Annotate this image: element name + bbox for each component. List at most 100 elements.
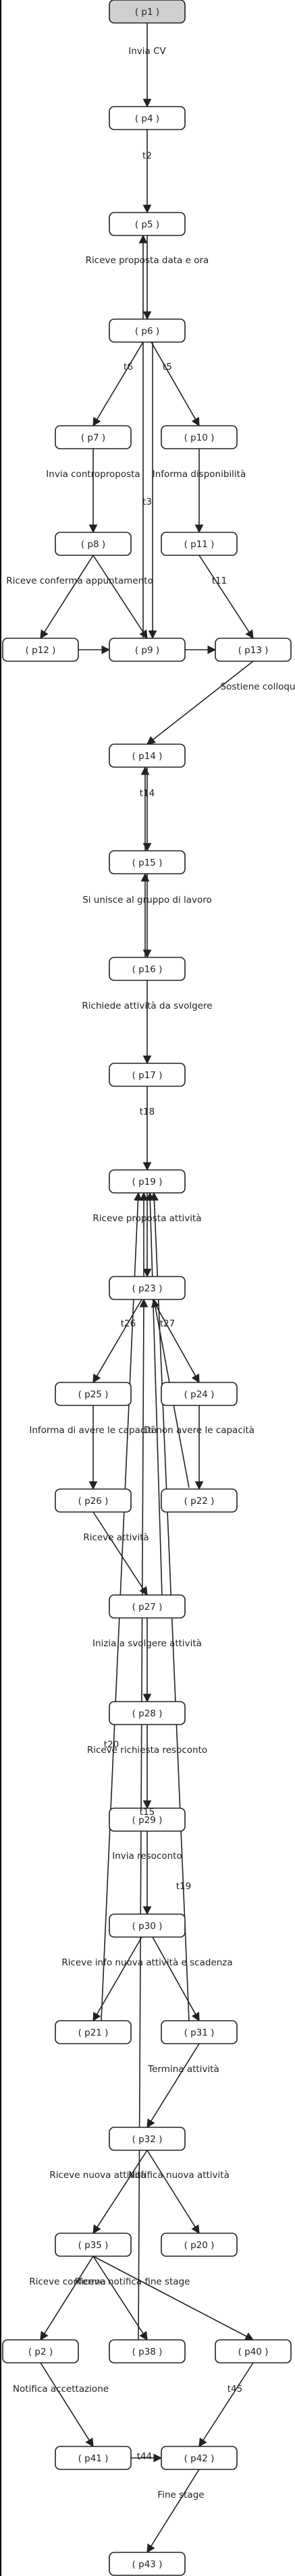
place-box [109,212,186,236]
transition-label: t3 [142,497,152,507]
place-p32: ( p32 ) [109,2127,186,2151]
place-box [109,1701,186,1725]
place-label: ( p19 ) [132,1177,163,1187]
transition-label: Notifica nuova attività [128,2170,230,2181]
transition-label: t19 [176,1881,191,1892]
transition-label: t18 [140,1107,155,1117]
transition-label: Termina attività [147,2064,219,2075]
place-label: ( p32 ) [132,2134,163,2145]
transition-label: t45 [227,2384,242,2395]
arc-p32-p35 [92,2150,148,2235]
place-p16: ( p16 ) [109,957,186,981]
place-label: ( p43 ) [132,2559,163,2570]
place-p14: ( p14 ) [109,744,186,768]
place-label: ( p12 ) [26,645,56,656]
arc-p31-p32 [146,2043,200,2129]
transition-label: Informa di avere le capacità [29,1425,157,1436]
place-p25: ( p25 ) [55,1382,132,1406]
place-label: ( p1 ) [135,7,159,18]
place-box [215,2339,292,2363]
place-box [55,2233,132,2257]
place-p15: ( p15 ) [109,850,186,874]
place-p11: ( p11 ) [161,532,238,556]
place-label: ( p14 ) [132,751,163,762]
place-p6: ( p6 ) [109,318,186,343]
place-label: ( p23 ) [132,1283,163,1294]
transition-label: Riceve conferma [29,2276,105,2287]
arc-p42-p43 [146,2469,200,2554]
place-box [161,2233,238,2257]
place-p1: ( p1 ) [109,0,186,24]
place-box [161,425,238,449]
transition-label: Inizia a svolgere attività [92,1638,202,1649]
place-p7: ( p7 ) [55,425,132,449]
place-p12: ( p12 ) [2,638,79,662]
place-label: ( p42 ) [184,2453,215,2464]
transition-label: Invia controproposta [46,469,140,480]
place-label: ( p41 ) [78,2453,109,2464]
arc-p27-p19 [145,1192,163,1597]
transition-label: Riceve conferma appuntamento [6,576,153,586]
place-label: ( p17 ) [132,1070,163,1081]
place-box [109,106,186,130]
arc-p35-p40 [92,2256,254,2341]
place-label: ( p13 ) [238,645,269,656]
transition-label: Invia resoconto [112,1851,182,1861]
place-label: ( p25 ) [78,1389,109,1400]
place-label: ( p26 ) [78,1496,109,1507]
place-box [55,1488,132,1513]
place-box [55,425,132,449]
transition-label: t27 [160,1318,175,1329]
place-p4: ( p4 ) [109,106,186,130]
place-box [55,1382,132,1406]
place-label: ( p8 ) [81,539,105,550]
place-label: ( p24 ) [184,1389,215,1400]
arc-p35-p2 [40,2256,94,2341]
place-p19: ( p19 ) [109,1169,186,1194]
transition-label: Riceve nuova attività [49,2170,146,2181]
place-p40: ( p40 ) [215,2339,292,2363]
place-box [109,744,186,768]
place-box [109,0,186,24]
place-p5: ( p5 ) [109,212,186,236]
place-box [109,957,186,981]
place-label: ( p35 ) [78,2240,109,2251]
place-p27: ( p27 ) [109,1594,186,1619]
place-p42: ( p42 ) [161,2446,238,2470]
place-p30: ( p30 ) [109,1913,186,1938]
place-label: ( p16 ) [132,964,163,975]
transition-label: t20 [104,1739,119,1750]
transition-label: Informa disponibilità [153,469,246,480]
place-p24: ( p24 ) [161,1382,238,1406]
arc-p40-p42 [198,2362,254,2448]
place-label: ( p38 ) [132,2347,163,2357]
place-label: ( p29 ) [132,1815,163,1826]
transition-label: Richiede attività da svolgere [82,1001,212,1011]
place-p35: ( p35 ) [55,2233,132,2257]
place-box [55,2020,132,2044]
place-p13: ( p13 ) [215,638,292,662]
place-box [161,1488,238,1513]
transition-label: t11 [212,576,227,586]
place-p17: ( p17 ) [109,1063,186,1087]
arc-p30-p31 [152,1936,200,2022]
arc-p26-p27 [92,1511,148,1596]
place-p38: ( p38 ) [109,2339,186,2363]
arc-p8-p9 [92,555,148,640]
place-box [161,2446,238,2470]
place-label: ( p10 ) [184,432,215,443]
transition-label: t15 [140,1807,155,1818]
place-p22: ( p22 ) [161,1488,238,1513]
place-p26: ( p26 ) [55,1488,132,1513]
transition-label: t26 [121,1318,136,1329]
transition-label: t14 [140,788,155,799]
place-label: ( p6 ) [135,326,159,337]
place-box [109,2127,186,2151]
place-p28: ( p28 ) [109,1701,186,1725]
place-p31: ( p31 ) [161,2020,238,2044]
place-box [109,2339,186,2363]
place-box [161,1382,238,1406]
transition-label: t5 [163,362,172,372]
place-box [109,1169,186,1194]
place-label: ( p28 ) [132,1708,163,1719]
